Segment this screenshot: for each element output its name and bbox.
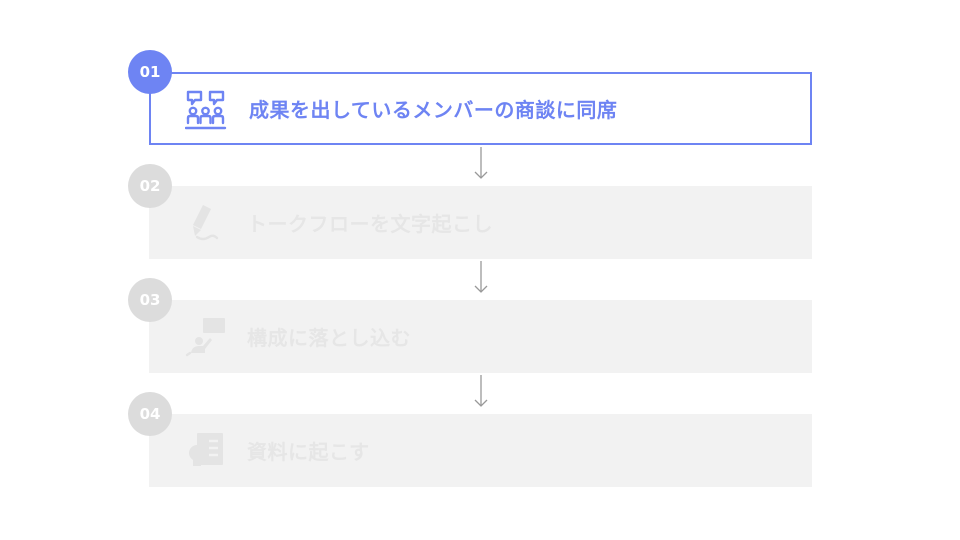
- meeting-icon: [185, 90, 227, 130]
- step-label-03: 構成に落とし込む: [247, 326, 411, 350]
- step-label-02: トークフローを文字起こし: [247, 212, 493, 236]
- step-03: 構成に落とし込む: [149, 300, 812, 373]
- step-number-03: 03: [128, 278, 172, 322]
- step-number-04: 04: [128, 392, 172, 436]
- document-icon: [189, 433, 223, 466]
- arrow-down-icon: [474, 375, 488, 407]
- step-label-01: 成果を出しているメンバーの商談に同席: [249, 98, 618, 122]
- presentation-icon: [185, 318, 225, 357]
- step-04: 資料に起こす: [149, 414, 812, 487]
- step-02: トークフローを文字起こし: [149, 186, 812, 259]
- step-number-01: 01: [128, 50, 172, 94]
- pencil-icon: [193, 205, 219, 241]
- step-01: 成果を出しているメンバーの商談に同席: [149, 72, 812, 145]
- arrow-down-icon: [474, 147, 488, 179]
- arrow-down-icon: [474, 261, 488, 293]
- step-number-02: 02: [128, 164, 172, 208]
- step-label-04: 資料に起こす: [247, 440, 370, 464]
